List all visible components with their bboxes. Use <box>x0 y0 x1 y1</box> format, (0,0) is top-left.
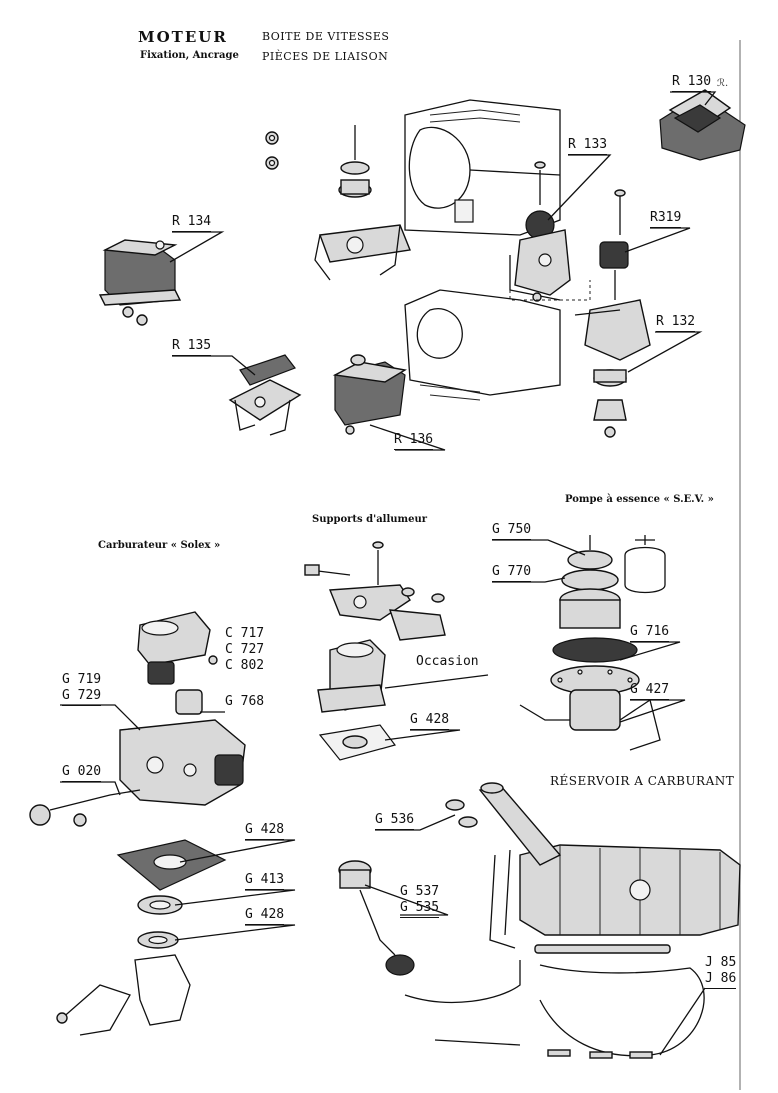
r319-r132-mount-illustration <box>574 189 651 438</box>
r136-mount-illustration <box>332 354 407 435</box>
part-label-g770: G 770 <box>492 564 532 582</box>
header-title: MOTEUR <box>138 28 228 46</box>
part-label-occasion: Occasion <box>416 654 479 669</box>
part-label-g413: G 413 <box>245 872 285 890</box>
part-label-c717: C 717 <box>225 626 265 641</box>
part-label-r136: R 136 <box>394 432 434 450</box>
part-label-g716: G 716 <box>630 624 670 642</box>
part-label-j86: J 86 <box>705 971 737 989</box>
part-label-g428-distributor: G 428 <box>410 712 450 730</box>
part-label-r132: R 132 <box>656 314 696 332</box>
bolt-mount-top-illustration <box>314 125 411 281</box>
part-label-r135: R 135 <box>172 338 212 356</box>
part-label-g536: G 536 <box>375 812 415 830</box>
r135-mount-illustration <box>228 354 302 436</box>
part-label-g428-carburetor-b: G 428 <box>245 907 285 925</box>
section-title-fuel-tank: RÉSERVOIR A CARBURANT <box>550 774 735 788</box>
part-label-g729: G 729 <box>62 688 102 706</box>
part-label-r319: R319 <box>650 210 682 228</box>
fuel-tank-illustration <box>338 782 741 1059</box>
part-label-j85: J 85 <box>705 955 737 970</box>
part-label-g750: G 750 <box>492 522 532 540</box>
section-title-distributor-supports: Supports d'allumeur <box>312 514 428 525</box>
r134-mount-illustration <box>98 239 182 326</box>
header-line-2: PIÈCES DE LIAISON <box>262 50 389 63</box>
corner-mark: ℛ. <box>717 78 729 89</box>
header-line-1: BOITE DE VITESSES <box>262 30 390 43</box>
part-label-c727: C 727 <box>225 642 265 657</box>
engine-block-top-illustration <box>404 99 561 236</box>
section-title-fuel-pump: Pompe à essence « S.E.V. » <box>565 494 714 505</box>
part-label-g427: G 427 <box>630 682 670 700</box>
fuel-pump-illustration <box>519 535 666 751</box>
part-label-c802: C 802 <box>225 658 265 673</box>
part-label-g537: G 537 <box>400 884 440 899</box>
distributor-support-illustration <box>304 541 446 761</box>
nut-parts-top <box>265 131 279 170</box>
part-label-g020: G 020 <box>62 764 102 782</box>
part-label-g535: G 535 <box>400 900 440 918</box>
part-label-r133: R 133 <box>568 137 608 155</box>
section-title-carburetor: Carburateur « Solex » <box>98 540 221 551</box>
part-label-g719: G 719 <box>62 672 102 687</box>
carburetor-illustration <box>29 611 246 1036</box>
part-label-r130: R 130 <box>672 74 712 92</box>
part-label-r134: R 134 <box>172 214 212 232</box>
header-subtitle: Fixation, Ancrage <box>140 50 239 61</box>
part-label-g428-carburetor-a: G 428 <box>245 822 285 840</box>
r133-mount-illustration <box>509 161 591 302</box>
part-label-g768: G 768 <box>225 694 265 709</box>
r130-mount-illustration <box>659 89 746 161</box>
engine-block-lower-illustration <box>404 289 561 401</box>
